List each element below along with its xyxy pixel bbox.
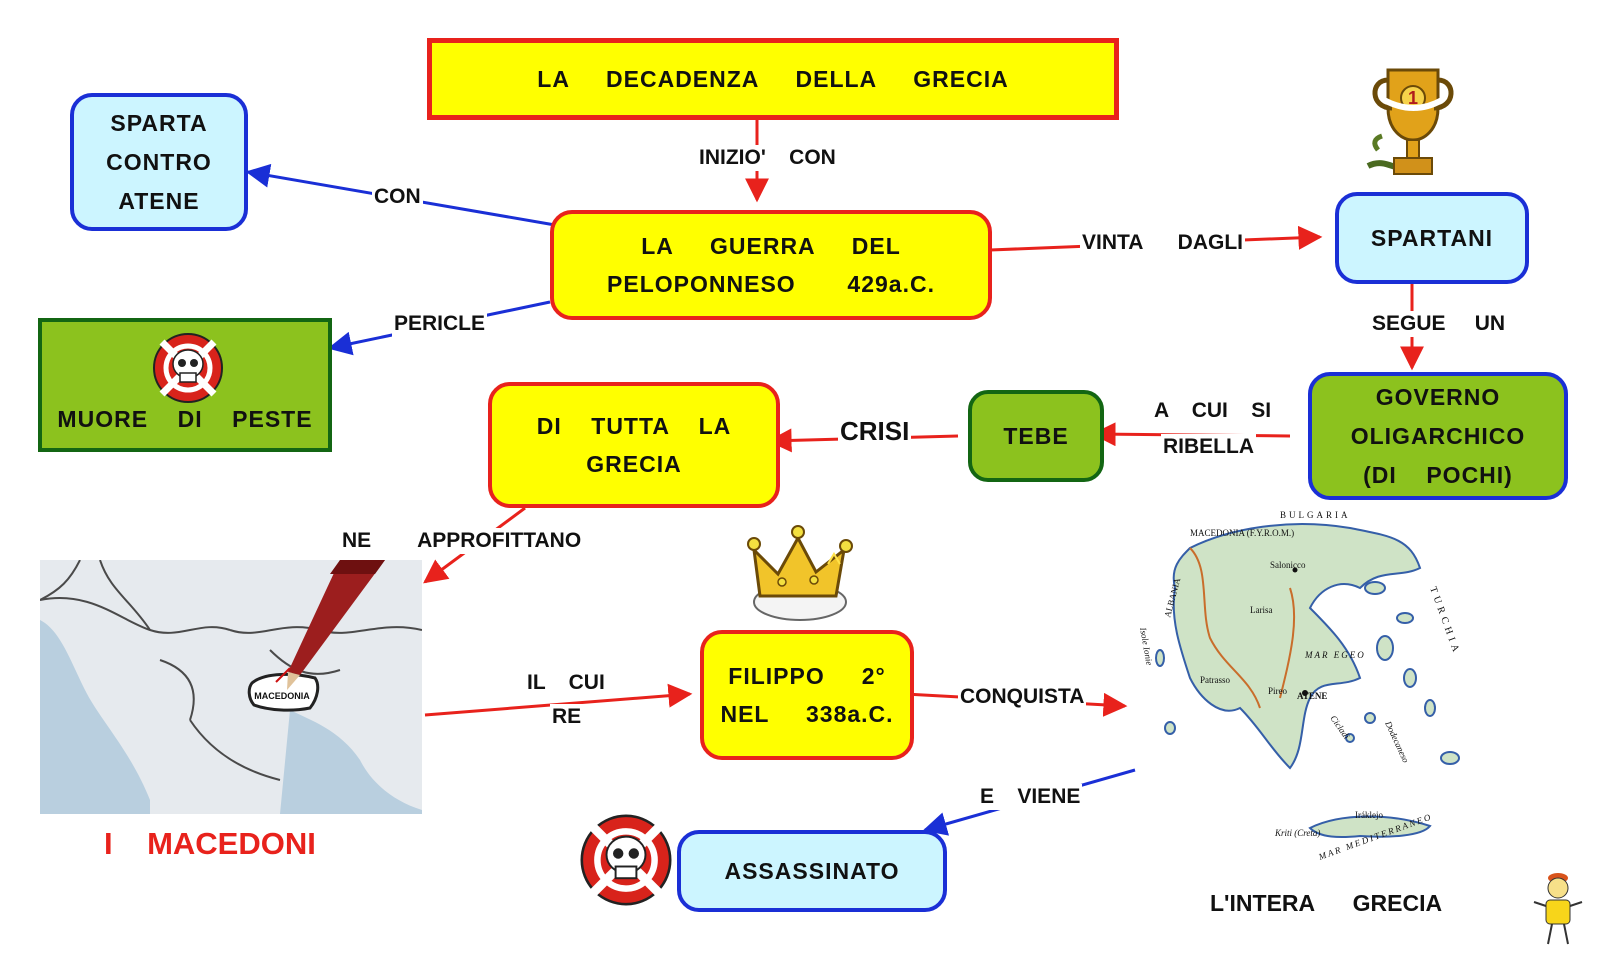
node-spartani-text: SPARTANI [1370, 225, 1494, 251]
label-con: CON [372, 184, 423, 210]
label-ribella: RIBELLA [1161, 434, 1256, 460]
macedonia-map: MACEDONIA [40, 560, 422, 814]
title-box: LA DECADENZA DELLA GRECIA [427, 38, 1119, 120]
label-ne-approfittano: NE APPROFITTANO [340, 528, 584, 554]
label-inizio-con: INIZIO' CON [697, 145, 838, 171]
greece-map-place-5: Iráklejo [1355, 810, 1383, 820]
node-sparta-atene: SPARTA CONTRO ATENE [70, 93, 248, 231]
node-assassinato: ASSASSINATO [677, 830, 947, 912]
node-crisi-grecia-text: DI TUTTA LA GRECIA [536, 413, 732, 477]
greece-map-place-4: ATENE [1297, 691, 1327, 701]
label-a-cui-si: A CUI SI [1152, 398, 1274, 424]
greece-map-place-0: Salonicco [1270, 560, 1306, 570]
greece-map-sea-2: Cicladi [1328, 713, 1352, 741]
node-governo-text: GOVERNO OLIGARCHICO (DI POCHI) [1350, 383, 1526, 488]
greece-map: MACEDONIA (F.Y.R.O.M.) BULGARIA TURCHIA … [1138, 510, 1462, 862]
skull-crossbones-icon [580, 814, 672, 906]
caption-macedoni: I MACEDONI [104, 826, 316, 861]
label-segue-un: SEGUE UN [1370, 311, 1508, 337]
macedonia-map-drawing: MACEDONIA [40, 560, 422, 814]
greece-map-sea-3: Dodecaneso [1383, 719, 1411, 765]
greece-map-sea-1: Isole Ionie [1138, 626, 1155, 666]
node-filippo: FILIPPO 2° NEL 338a.C. [700, 630, 914, 760]
greece-map-sea-0: MAR EGEO [1304, 650, 1366, 660]
label-re: RE [550, 704, 584, 730]
node-muore-peste: MUORE DI PESTE [38, 318, 332, 452]
node-guerra-text: LA GUERRA DEL PELOPONNESO 429a.C. [607, 233, 935, 297]
node-crisi-grecia: DI TUTTA LA GRECIA [488, 382, 780, 508]
title-text: LA DECADENZA DELLA GRECIA [537, 66, 1009, 92]
label-vinta-dagli: VINTA DAGLI [1080, 230, 1245, 256]
greece-map-place-3: Pireo [1268, 686, 1287, 696]
greece-map-country-0: MACEDONIA (F.Y.R.O.M.) [1190, 528, 1294, 538]
node-spartani: SPARTANI [1335, 192, 1529, 284]
node-tebe-text: TEBE [1003, 423, 1069, 449]
node-filippo-text: FILIPPO 2° NEL 338a.C. [720, 663, 894, 727]
skull-crossbones-icon [153, 333, 223, 403]
greece-map-place-2: Patrasso [1200, 675, 1230, 685]
label-e-viene: E VIENE [978, 784, 1083, 810]
label-il-cui: IL CUI [525, 670, 607, 696]
label-crisi: CRISI [838, 416, 912, 446]
macedonia-map-label: MACEDONIA [254, 691, 310, 701]
node-guerra: LA GUERRA DEL PELOPONNESO 429a.C. [550, 210, 992, 320]
label-pericle: PERICLE [392, 311, 488, 337]
node-tebe: TEBE [968, 390, 1104, 482]
trophy-icon: 1 [1366, 68, 1454, 175]
greece-map-country-1: BULGARIA [1280, 510, 1351, 520]
greece-map-place-6: Kriti (Creta) [1274, 828, 1320, 838]
svg-text:1: 1 [1408, 88, 1418, 108]
node-governo: GOVERNO OLIGARCHICO (DI POCHI) [1308, 372, 1568, 500]
label-conquista: CONQUISTA [958, 684, 1087, 710]
crown-icon [747, 525, 853, 621]
node-assassinato-text: ASSASSINATO [724, 858, 900, 884]
caption-intera-grecia: L'INTERA GRECIA [1210, 890, 1443, 916]
mascot-icon [1533, 873, 1583, 945]
greece-map-country-2: TURCHIA [1427, 585, 1462, 657]
greece-map-place-1: Larisa [1250, 605, 1273, 615]
node-sparta-atene-text: SPARTA CONTRO ATENE [106, 109, 212, 214]
node-muore-peste-text: MUORE DI PESTE [57, 406, 313, 432]
